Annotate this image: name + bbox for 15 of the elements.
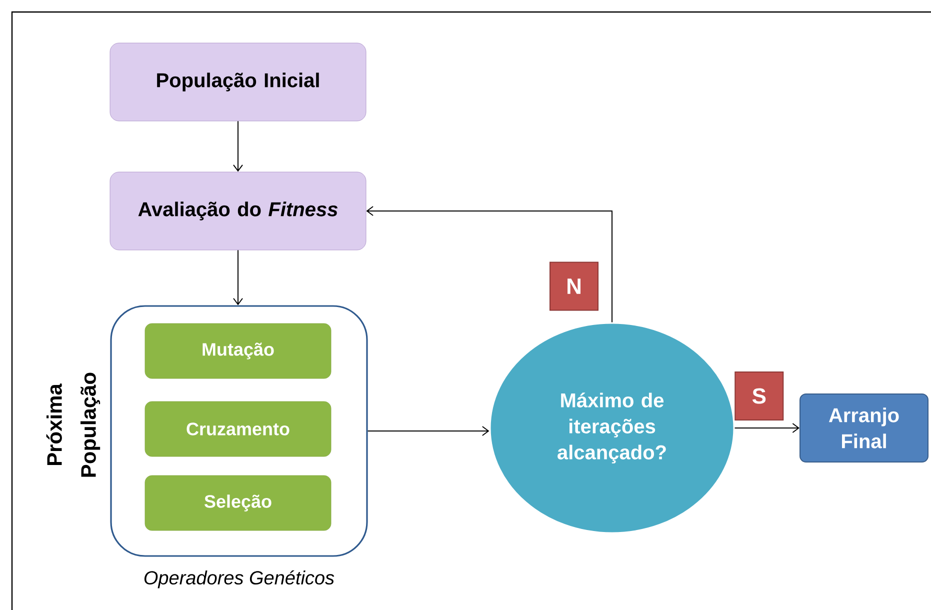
arrow [366, 206, 612, 323]
edge-label: S [734, 372, 784, 420]
node-label: Próxima População [46, 372, 100, 477]
arrow [367, 426, 490, 436]
arrow [734, 423, 800, 433]
arrow [233, 120, 243, 172]
operator-box: Mutação [144, 323, 332, 379]
node-label: Operadores Genéticos [144, 570, 334, 588]
edge-label: N [550, 262, 598, 311]
operator-box: Seleção [144, 475, 332, 531]
operator-box: Cruzamento [144, 401, 332, 457]
process-box: Avaliação do Fitness [110, 172, 366, 250]
process-box: População Inicial [110, 42, 366, 122]
result-box: Arranjo Final [800, 394, 928, 462]
arrow [233, 250, 243, 306]
